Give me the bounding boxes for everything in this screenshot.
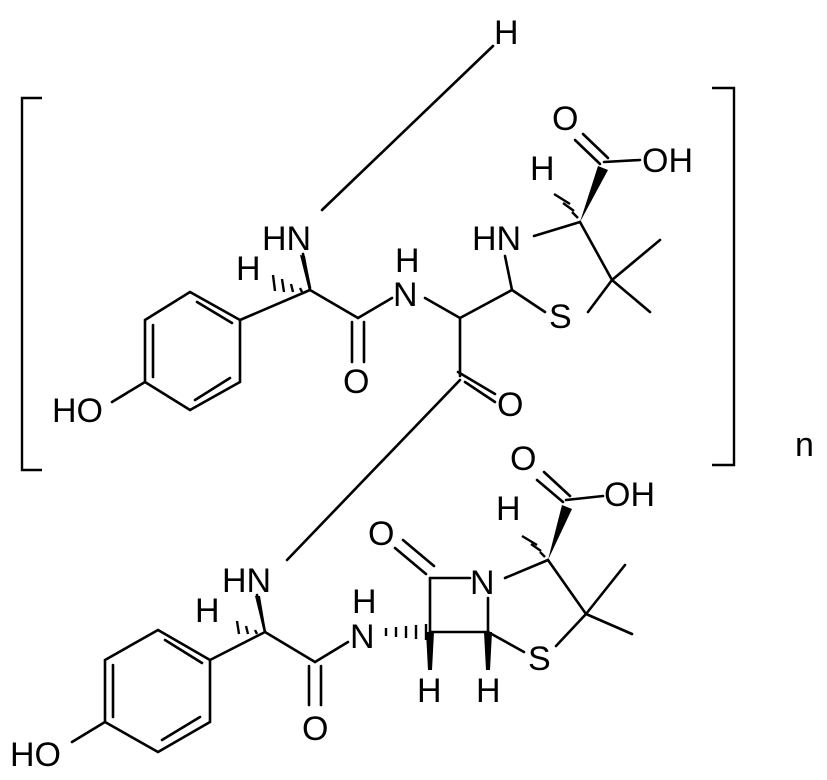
upper-alpha-wedge-bond — [300, 255, 311, 291]
thiazolidine-cooh-wedge-bond — [580, 166, 608, 222]
atom-label-h-bl2: H — [476, 672, 501, 710]
atom-label-s-thiazolidine: S — [549, 298, 572, 336]
atom-label-o-amide-lower: O — [302, 710, 328, 748]
penam-cooh-wedge-bond — [548, 505, 572, 560]
upper-alpha-hash-bond — [271, 274, 304, 293]
lower-unit-bonds — [70, 470, 634, 754]
atom-label-h-penam: H — [496, 490, 521, 528]
repeat-index-n: n — [795, 426, 814, 464]
penam-h-hash-bond — [521, 534, 546, 558]
atom-label-nh-lower-n: N — [350, 618, 375, 656]
atom-label-h-thiazolidine: H — [530, 150, 555, 188]
bl-h2-wedge-bond — [484, 632, 492, 670]
atom-label-ho-upper: HO — [52, 392, 103, 430]
atom-label-h-lower-alpha: H — [195, 592, 220, 630]
atom-label-o-lactam: O — [368, 515, 394, 553]
thiazolidine-h-hash-bond — [553, 192, 579, 219]
atom-label-hn-lower: HN — [222, 562, 271, 600]
atom-label-oh-cooh-upper: OH — [642, 142, 693, 180]
atom-label-h-top: H — [494, 14, 519, 52]
right-bracket — [712, 86, 736, 467]
atom-label-o-cooh-upper: O — [552, 100, 578, 138]
atom-label-hn-upper: HN — [262, 220, 311, 258]
atom-label-s-penam: S — [528, 640, 551, 678]
atom-label-nh-upper-n: N — [393, 276, 418, 314]
upper-unit-bonds — [110, 44, 662, 562]
lower-alpha-wedge-bond — [255, 596, 266, 633]
atom-label-hn-thiazolidine: HN — [472, 220, 521, 258]
atom-label-h-upper-alpha: H — [236, 250, 261, 288]
lower-alpha-hash-bond — [235, 620, 259, 635]
atom-label-o-amide-upper: O — [343, 363, 369, 401]
atom-label-n-lactam: N — [470, 564, 495, 602]
bl-h1-wedge-bond — [426, 632, 434, 670]
atom-label-ho-lower: HO — [10, 736, 61, 774]
atom-label-oh-cooh-lower: OH — [604, 476, 655, 514]
left-bracket — [20, 96, 42, 472]
amide-n-hash-bond — [384, 624, 428, 640]
atom-label-o-ketone: O — [497, 386, 523, 424]
atom-label-o-cooh-lower: O — [510, 440, 536, 478]
atom-label-h-bl1: H — [417, 672, 442, 710]
atom-label-nh-upper-h: H — [395, 242, 420, 280]
atom-label-nh-lower-h: H — [352, 583, 377, 621]
